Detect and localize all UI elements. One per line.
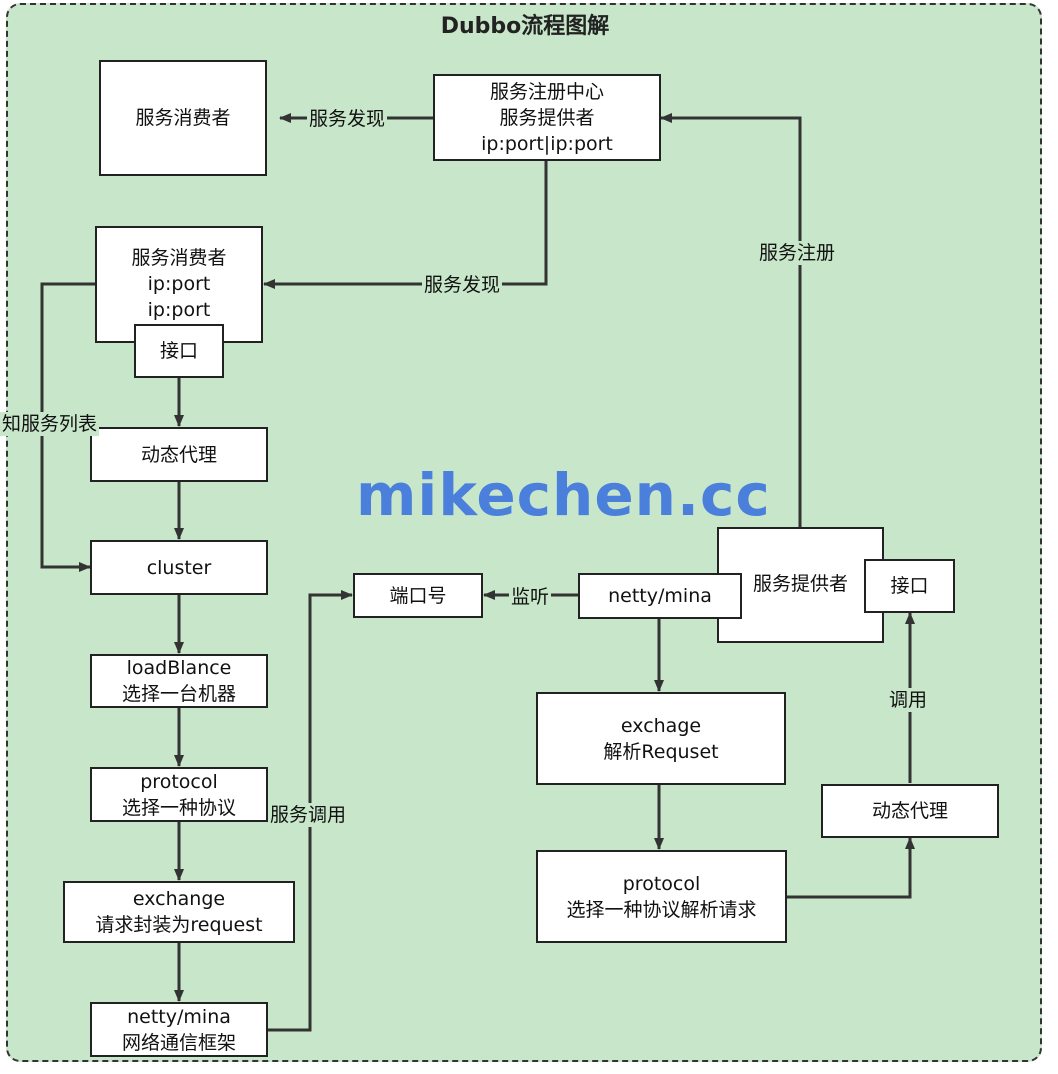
exchange-left-line1: exchange <box>132 888 226 910</box>
consumer-line3: ip:port <box>147 299 211 321</box>
registry-box: 服务注册中心 服务提供者 ip:port|ip:port <box>433 74 661 161</box>
netty-left-line1: netty/mina <box>127 1005 231 1028</box>
consumer-line1: 服务消费者 <box>131 247 227 269</box>
loadbalance-box: loadBlance 选择一台机器 <box>90 654 268 708</box>
consumer-box: 服务消费者 ip:port ip:port <box>95 226 263 343</box>
provider-interface-box: 接口 <box>864 559 955 613</box>
label-invoke: 服务调用 <box>268 803 349 827</box>
consumer-top-label: 服务消费者 <box>135 107 231 129</box>
protocol-right-box: protocol 选择一种协议解析请求 <box>536 850 787 943</box>
port-label: 端口号 <box>389 584 447 607</box>
loadbalance-line2: 选择一台机器 <box>121 683 236 705</box>
consumer-line2: ip:port <box>147 273 211 295</box>
exchange-left-line2: 请求封装为request <box>95 914 263 936</box>
protocol-left-line2: 选择一种协议 <box>121 796 236 819</box>
netty-right-label: netty/mina <box>608 585 712 607</box>
consumer-interface-box: 接口 <box>134 324 224 378</box>
consumer-interface-label: 接口 <box>159 340 198 362</box>
arrow-discover-mid <box>263 160 548 289</box>
provider-proxy-box: 动态代理 <box>821 784 999 838</box>
protocol-left-box: protocol 选择一种协议 <box>90 767 268 822</box>
registry-line3: ip:port|ip:port <box>481 132 613 155</box>
provider-label: 服务提供者 <box>752 573 848 595</box>
cluster-label: cluster <box>146 556 212 579</box>
registry-line2: 服务提供者 <box>499 106 595 129</box>
protocol-right-line1: protocol <box>622 872 701 895</box>
label-know-list: 知服务列表 <box>0 412 100 436</box>
netty-left-box: netty/mina 网络通信框架 <box>90 1002 268 1057</box>
registry-line1: 服务注册中心 <box>489 80 604 103</box>
cluster-box: cluster <box>90 540 268 595</box>
protocol-right-line2: 选择一种协议解析请求 <box>566 898 757 921</box>
netty-left-line2: 网络通信框架 <box>121 1031 236 1054</box>
exchange-right-line2: 解析Requset <box>603 740 719 763</box>
label-register: 服务注册 <box>757 241 838 265</box>
label-discover-top: 服务发现 <box>307 107 388 131</box>
arrow-protocol-proxy <box>787 837 915 899</box>
netty-right-box: netty/mina <box>578 573 742 619</box>
consumer-proxy-label: 动态代理 <box>140 443 217 466</box>
protocol-left-line1: protocol <box>140 770 218 793</box>
exchange-left-box: exchange 请求封装为request <box>63 881 295 943</box>
exchange-right-box: exchage 解析Requset <box>536 692 786 785</box>
label-listen: 监听 <box>509 585 552 609</box>
provider-proxy-label: 动态代理 <box>871 800 948 822</box>
provider-interface-label: 接口 <box>890 575 929 597</box>
label-discover-mid: 服务发现 <box>422 273 503 297</box>
label-call: 调用 <box>887 688 930 712</box>
consumer-top-box: 服务消费者 <box>99 60 267 176</box>
provider-box: 服务提供者 <box>717 527 884 643</box>
exchange-right-line1: exchage <box>620 714 702 737</box>
loadbalance-line1: loadBlance <box>126 657 232 679</box>
arrow-register <box>660 113 802 527</box>
watermark-text: mikechen.cc <box>356 461 771 529</box>
diagram-title: Dubbo流程图解 <box>440 14 610 39</box>
consumer-proxy-box: 动态代理 <box>90 427 268 482</box>
port-box: 端口号 <box>353 573 483 618</box>
